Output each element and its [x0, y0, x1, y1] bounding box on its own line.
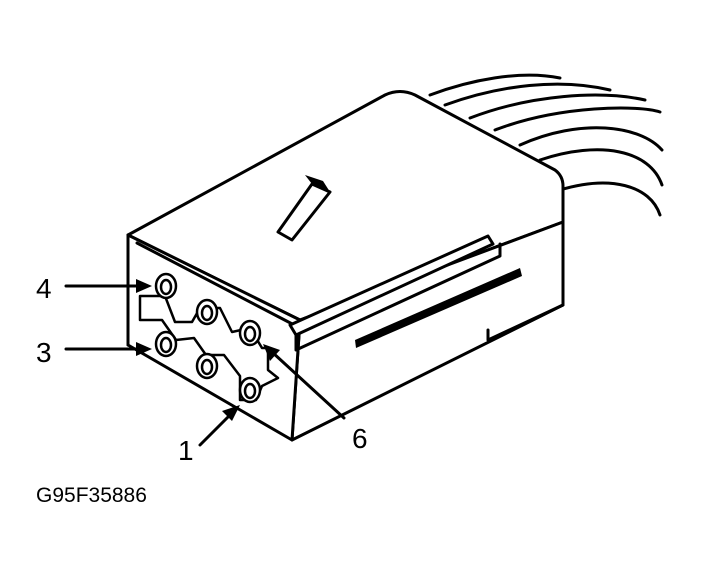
- figure-id: G95F35886: [36, 484, 147, 507]
- terminals: [154, 272, 262, 404]
- lock-rail: [288, 234, 565, 352]
- callout-label-3: 3: [36, 337, 52, 368]
- latch-tab: [276, 175, 332, 242]
- arrow-6: [270, 350, 346, 420]
- callout-label-4: 4: [36, 273, 52, 304]
- arrow-1: [198, 411, 234, 447]
- callout-arrows: [64, 279, 346, 447]
- connector-housing: [126, 90, 565, 442]
- callout-labels: 4 3 1 6: [36, 273, 368, 466]
- callout-label-6: 6: [352, 423, 368, 454]
- callout-label-1: 1: [178, 435, 194, 466]
- wire-harness: [428, 73, 664, 217]
